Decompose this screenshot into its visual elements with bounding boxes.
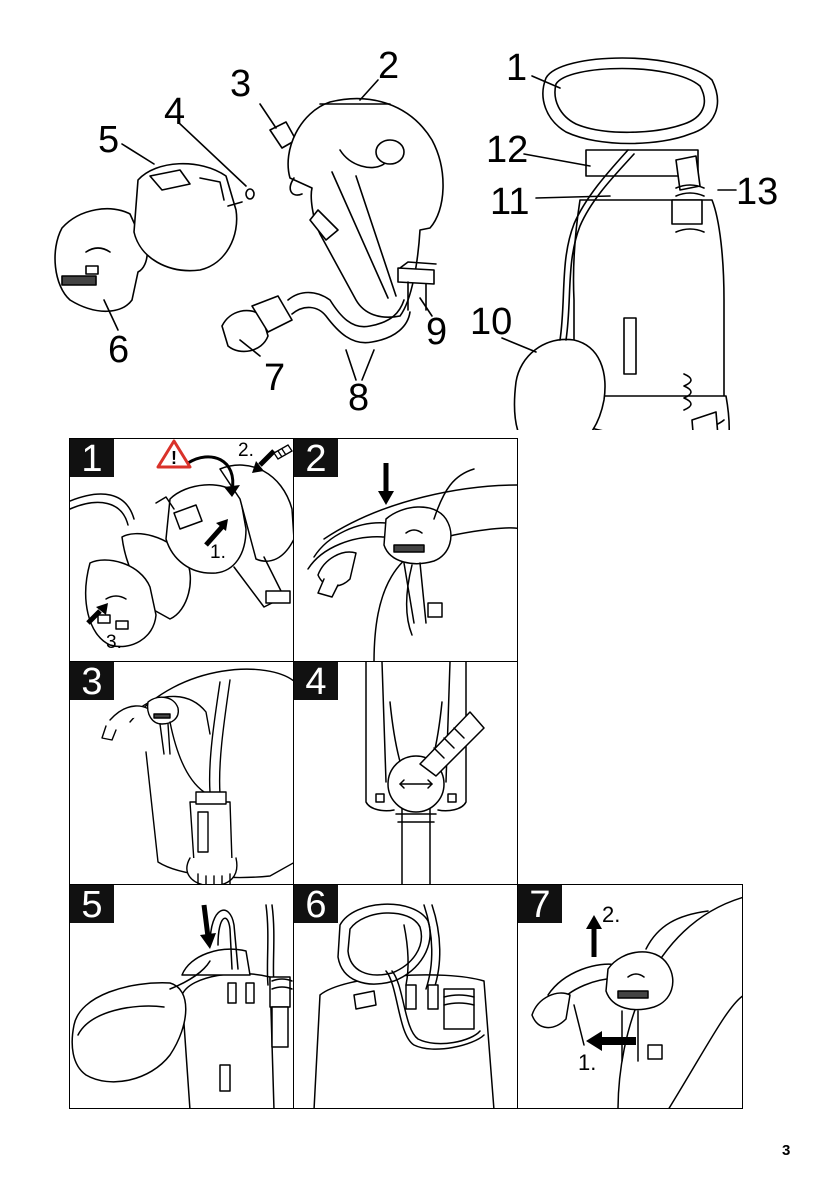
part-4-o-ring xyxy=(246,189,254,199)
step-number-badge: 5 xyxy=(70,885,114,923)
step-panel-7: 7 2. 1. xyxy=(517,884,743,1109)
callout-9: 9 xyxy=(426,311,447,353)
sub-step-label: 3. xyxy=(106,633,122,653)
warning-triangle-icon: ! xyxy=(156,439,192,469)
step-panel-5: 5 xyxy=(69,884,294,1109)
svg-text:!: ! xyxy=(171,448,177,468)
callout-3: 3 xyxy=(230,63,251,105)
part-5-housing-ring xyxy=(134,164,242,271)
step-number-badge: 2 xyxy=(294,439,338,477)
step-number-badge: 6 xyxy=(294,885,338,923)
callout-10: 10 xyxy=(470,301,512,343)
callout-6: 6 xyxy=(108,329,129,371)
part-2-handle xyxy=(270,99,443,318)
callout-13: 13 xyxy=(736,171,778,213)
callout-2: 2 xyxy=(378,45,399,87)
part-6-switch-cover xyxy=(55,209,147,312)
step-panel-4: 4 xyxy=(293,661,518,885)
step-number-badge: 4 xyxy=(294,662,338,700)
sub-step-label: 2. xyxy=(238,441,254,461)
callout-7: 7 xyxy=(264,357,285,399)
step-panel-2: 2 xyxy=(293,438,518,662)
sub-step-label: 1. xyxy=(578,1053,596,1073)
exploded-view-illustration: 1 2 3 4 5 6 7 8 9 10 11 12 13 xyxy=(0,0,839,430)
callout-12: 12 xyxy=(486,129,528,171)
page-number: 3 xyxy=(782,1142,790,1159)
step-number-badge: 7 xyxy=(518,885,562,923)
callout-4: 4 xyxy=(164,91,185,133)
sub-step-label: 2. xyxy=(602,905,620,925)
exploded-parts-drawing: 1 2 3 4 5 6 7 8 9 10 11 12 13 xyxy=(0,0,839,430)
callout-5: 5 xyxy=(98,119,119,161)
step-panel-6: 6 xyxy=(293,884,518,1109)
step-panel-1: 1 xyxy=(69,438,294,662)
step-number-badge: 1 xyxy=(70,439,114,477)
callout-1: 1 xyxy=(506,47,527,89)
sub-step-label: 1. xyxy=(210,543,226,563)
callout-8: 8 xyxy=(348,377,369,419)
step-number-badge: 3 xyxy=(70,662,114,700)
step-panel-3: 3 xyxy=(69,661,294,885)
callout-11: 11 xyxy=(490,181,529,223)
